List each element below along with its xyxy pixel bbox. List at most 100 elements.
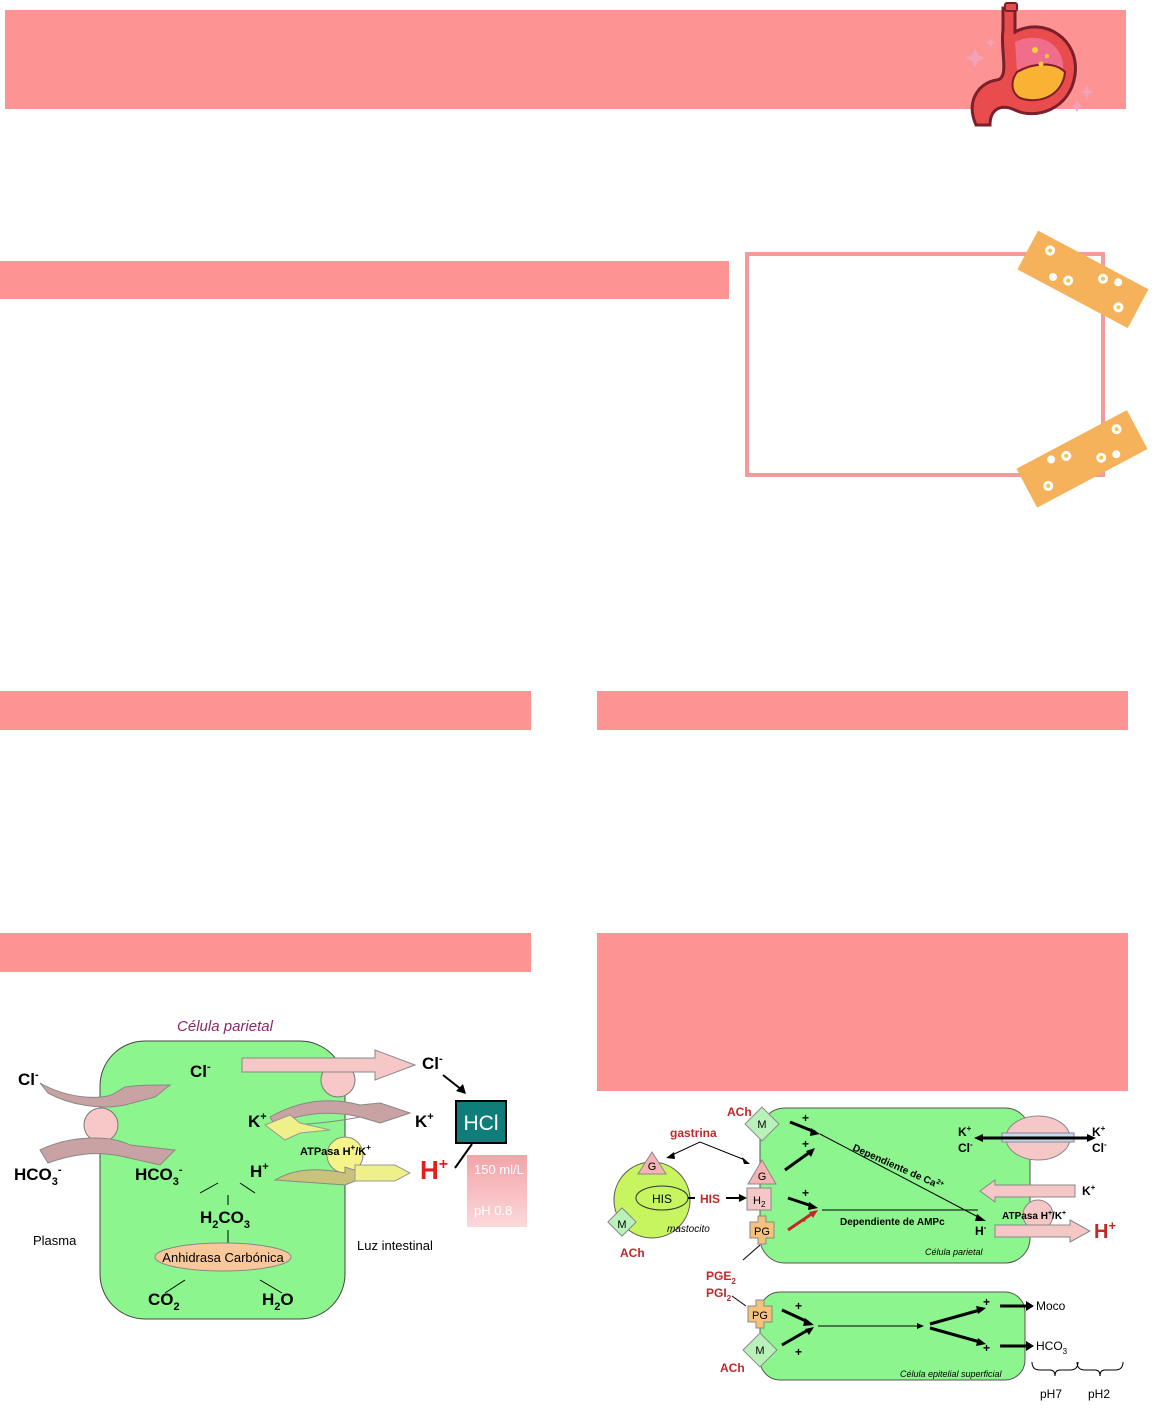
svg-text:+: +	[802, 1186, 809, 1200]
dep-ampc-label: Dependiente de AMPc	[840, 1217, 945, 1228]
g-mast-label: G	[648, 1161, 657, 1173]
regulation-diagram: HIS G M ACh mastocito ACh M gastrina G H…	[607, 1105, 1124, 1401]
svg-text:K+: K+	[958, 1124, 972, 1139]
svg-text:+: +	[802, 1137, 809, 1151]
hco3-inner-label: HCO	[135, 1165, 173, 1184]
plasma-label: Plasma	[33, 1233, 77, 1248]
k-right-label: K	[415, 1112, 428, 1131]
washi-tape-top	[1017, 230, 1149, 329]
hcl-volume: 150 ml/L	[474, 1162, 524, 1177]
section-banner-right-1	[597, 691, 1128, 730]
cl-out-label: Cl	[1092, 1141, 1104, 1155]
svg-text:K+: K+	[1082, 1183, 1096, 1198]
pgi2-label: PGI	[706, 1286, 727, 1300]
h2co3-tail: CO	[218, 1208, 244, 1227]
h2o-tail: O	[280, 1290, 293, 1309]
svg-text:Cl-: Cl-	[190, 1061, 211, 1081]
k-in-label: K	[958, 1125, 967, 1139]
h-small-label: H	[975, 1224, 984, 1238]
celula-parietal-label: Célula parietal	[925, 1247, 984, 1257]
parietal-cell-diagram: Célula parietal HCl 150 ml/L pH 0.8 Cl- …	[14, 1018, 527, 1320]
hcl-ph: pH 0.8	[474, 1203, 512, 1218]
svg-text:K+: K+	[415, 1111, 434, 1131]
hco3-2-label: HCO	[1036, 1339, 1063, 1353]
m-top-label: M	[757, 1119, 766, 1131]
h2o-label: H	[262, 1290, 274, 1309]
sparkle-icon	[965, 38, 1094, 112]
svg-text:Cl-: Cl-	[958, 1140, 973, 1155]
moco-label: Moco	[1036, 1299, 1066, 1313]
svg-text:HCO3-: HCO3-	[14, 1164, 62, 1188]
atpasa-label: ATPasa H	[300, 1146, 351, 1158]
hcl-label: HCl	[464, 1112, 499, 1135]
ph2-label: pH2	[1088, 1387, 1110, 1401]
h2-label: H	[753, 1195, 761, 1207]
svg-text:H2: H2	[753, 1195, 766, 1209]
h-big-label: H	[1094, 1221, 1108, 1243]
cl-in-label: Cl	[958, 1141, 970, 1155]
svg-text:H2O: H2O	[262, 1290, 294, 1313]
k-out-label: K	[1092, 1125, 1101, 1139]
svg-text:PGE2: PGE2	[706, 1269, 736, 1286]
pg-par-label: PG	[754, 1226, 770, 1238]
washi-tape-bottom	[1016, 410, 1148, 508]
svg-text:-: -	[802, 1213, 806, 1227]
svg-text:CO2: CO2	[148, 1290, 180, 1313]
note-box	[745, 252, 1105, 477]
hcl-info-box	[467, 1155, 527, 1227]
cl-right-label: Cl	[422, 1054, 439, 1073]
cl-left-label: Cl	[18, 1070, 35, 1089]
co2-label: CO	[148, 1290, 174, 1309]
cell-title: Célula parietal	[177, 1018, 274, 1035]
svg-text:+: +	[795, 1345, 802, 1359]
svg-text:K+: K+	[248, 1111, 267, 1131]
hcl-box	[455, 1100, 507, 1144]
ph7-label: pH7	[1040, 1387, 1062, 1401]
pge2-label: PGE	[706, 1269, 731, 1283]
svg-text:H-: H-	[975, 1223, 987, 1238]
section-banner-main	[0, 261, 729, 299]
svg-text:+: +	[983, 1341, 990, 1355]
svg-text:+: +	[802, 1111, 809, 1125]
anhidrasa-label: Anhidrasa Carbónica	[162, 1250, 284, 1265]
cl-inner-label: Cl	[190, 1062, 207, 1081]
h2co3-label: H	[200, 1208, 212, 1227]
svg-text:H2CO3: H2CO3	[200, 1208, 250, 1231]
m-epi-label: M	[755, 1345, 764, 1357]
basolateral-exchanger	[83, 1107, 119, 1143]
section-banner-left-2	[0, 933, 531, 972]
ach-top-label: ACh	[727, 1105, 752, 1119]
ach-mast-label: ACh	[620, 1246, 645, 1260]
svg-text:+: +	[795, 1299, 802, 1313]
h-inner-label: H	[250, 1162, 262, 1181]
svg-text:H+: H+	[250, 1161, 269, 1181]
mastocito-label: mastocito	[667, 1224, 710, 1235]
celula-epitelial-label: Célula epitelial superficial	[900, 1369, 1003, 1379]
header-banner	[5, 10, 1126, 109]
svg-text:ATPasa H+/K+: ATPasa H+/K+	[1002, 1210, 1066, 1222]
svg-text:Cl-: Cl-	[422, 1053, 443, 1073]
pg-epi-label: PG	[752, 1310, 768, 1322]
svg-text:H+: H+	[1094, 1218, 1116, 1243]
his-mast-label: HIS	[652, 1192, 672, 1206]
m-mast-label: M	[617, 1219, 626, 1231]
his-arrow-label: HIS	[700, 1192, 720, 1206]
k-left-label: K	[248, 1112, 261, 1131]
g-par-label: G	[758, 1171, 767, 1183]
svg-text:Cl-: Cl-	[1092, 1140, 1107, 1155]
svg-text:HCO3: HCO3	[1036, 1339, 1068, 1356]
carbonic-anhydrase	[154, 1242, 292, 1272]
hco3-left-label: HCO	[14, 1165, 52, 1184]
svg-text:ATPasa H+/K+: ATPasa H+/K+	[300, 1143, 371, 1158]
ach-epi-label: ACh	[720, 1361, 745, 1375]
luz-label: Luz intestinal	[357, 1238, 433, 1253]
svg-text:K+: K+	[1092, 1124, 1106, 1139]
svg-text:+: +	[983, 1295, 990, 1309]
svg-text:HCO3-: HCO3-	[135, 1164, 183, 1188]
svg-text:PGI2: PGI2	[706, 1286, 732, 1303]
gastrina-label: gastrina	[670, 1126, 717, 1140]
svg-text:H+: H+	[420, 1155, 448, 1185]
k-mid-label: K	[1082, 1184, 1091, 1198]
h-lumen-label: H	[420, 1155, 439, 1185]
atpasa2-label: ATPasa H	[1002, 1211, 1048, 1222]
